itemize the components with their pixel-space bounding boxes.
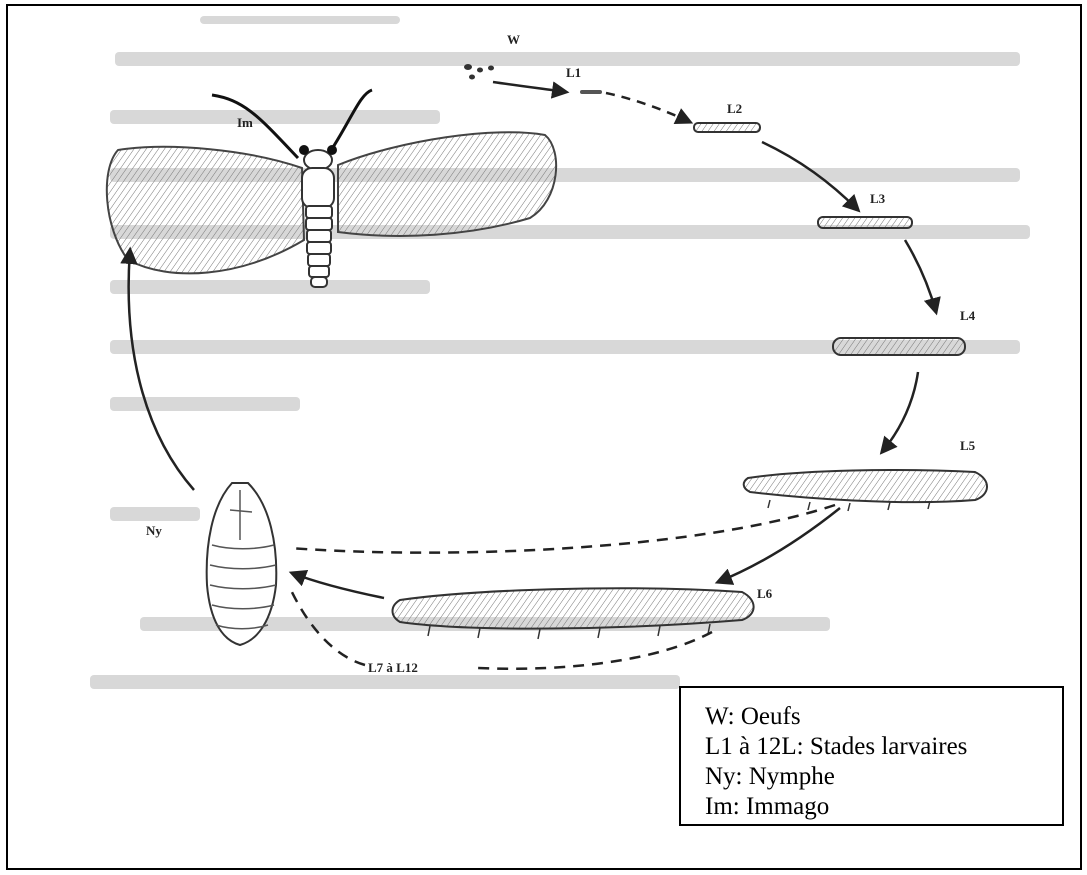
larva-l4 xyxy=(833,338,965,355)
label-l2: L2 xyxy=(727,101,742,116)
legend-eggs: W: Oeufs xyxy=(705,702,1062,732)
larva-l2 xyxy=(694,123,760,132)
left-wing xyxy=(107,147,304,274)
larva-l3 xyxy=(818,217,912,228)
eggs-illustration xyxy=(464,64,494,80)
arrow-l4-to-l5 xyxy=(882,372,918,452)
larva-l1 xyxy=(580,90,602,94)
larva-l5 xyxy=(744,470,987,502)
arrow-w-to-l1 xyxy=(493,82,566,92)
arrow-l5-to-nymph xyxy=(290,505,835,553)
label-l5: L5 xyxy=(960,438,976,453)
nymph-illustration xyxy=(207,483,277,645)
right-wing xyxy=(338,132,556,236)
legend-larval-stages: L1 à 12L: Stades larvaires xyxy=(705,732,1062,762)
label-l6: L6 xyxy=(757,586,773,601)
label-l3: L3 xyxy=(870,191,886,206)
label-w: W xyxy=(507,32,520,47)
label-ny: Ny xyxy=(146,523,162,538)
arrow-l6-to-nymph xyxy=(292,573,384,598)
legend-nymph: Ny: Nymphe xyxy=(705,762,1062,792)
legend-box: W: Oeufs L1 à 12L: Stades larvaires Ny: … xyxy=(679,686,1064,826)
arrow-l1-to-l2 xyxy=(606,93,690,122)
arrow-l3-to-l4 xyxy=(905,240,936,312)
label-l4: L4 xyxy=(960,308,976,323)
label-im: Im xyxy=(237,115,253,130)
larva-l6 xyxy=(393,588,754,628)
label-l7-l12: L7 à L12 xyxy=(368,660,418,675)
legend-imago: Im: Immago xyxy=(705,792,1062,822)
arrow-l6-to-l7l12 xyxy=(478,632,712,669)
moth-abdomen xyxy=(306,206,332,287)
label-l1: L1 xyxy=(566,65,581,80)
